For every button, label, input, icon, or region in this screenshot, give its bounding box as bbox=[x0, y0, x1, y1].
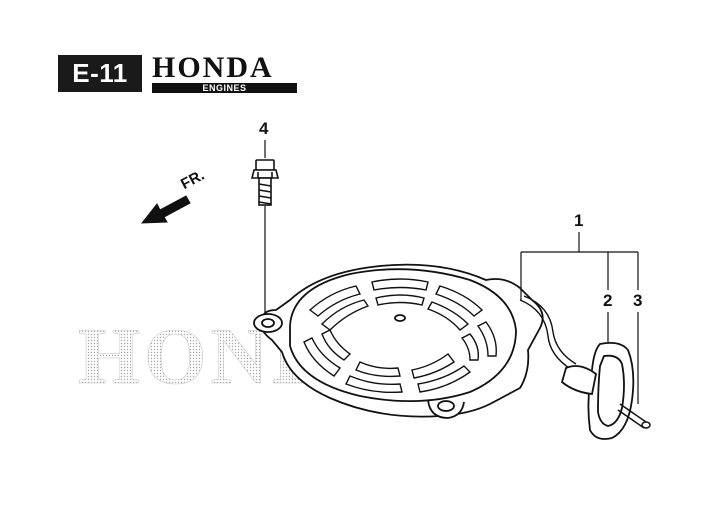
callout-label-4: 4 bbox=[259, 119, 269, 138]
callout-bracket-1 bbox=[520, 232, 639, 404]
bolt-part-4 bbox=[250, 159, 280, 206]
brand-logo: HONDA ENGINES bbox=[152, 51, 302, 93]
recoil-starter-housing bbox=[253, 263, 544, 419]
brand-subtitle: ENGINES bbox=[152, 83, 297, 93]
section-code-badge: E-11 bbox=[58, 55, 142, 92]
callout-label-1: 1 bbox=[574, 211, 584, 230]
starter-rope bbox=[519, 295, 577, 371]
front-direction-arrow bbox=[140, 195, 191, 224]
starter-grip-handle bbox=[560, 341, 635, 440]
rope-knot-pin bbox=[617, 403, 651, 429]
callout-label-3: 3 bbox=[633, 291, 643, 310]
callout-label-2: 2 bbox=[603, 291, 613, 310]
brand-name: HONDA bbox=[152, 51, 274, 84]
housing-vent-slots bbox=[303, 278, 497, 394]
